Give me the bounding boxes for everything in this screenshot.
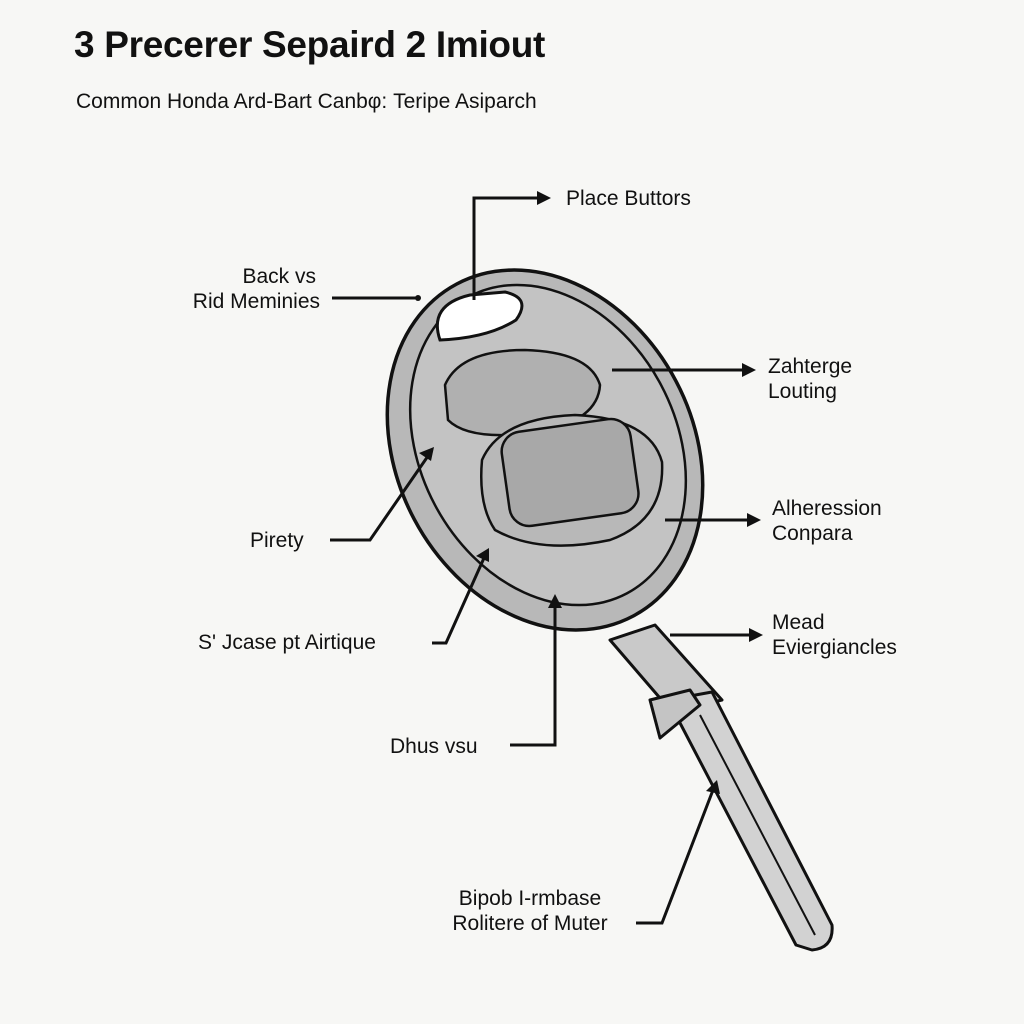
key-blade <box>608 623 834 952</box>
label-zahterge: Zahterge Louting <box>768 354 852 404</box>
leader-lines <box>330 196 752 925</box>
label-line: Louting <box>768 380 837 403</box>
label-mead: Mead Eviergiancles <box>772 610 897 660</box>
label-alheression: Alheression Conpara <box>772 496 882 546</box>
arrow-dhus <box>548 594 562 608</box>
label-line: S' Jcase pt Airtique <box>198 631 376 654</box>
leader-place-buttons <box>472 196 540 300</box>
arrow-alheression <box>747 513 761 527</box>
leader-jcase <box>432 557 486 645</box>
label-line: Mead <box>772 611 825 634</box>
label-line: Dhus vsu <box>390 735 478 758</box>
label-line: Eviergiancles <box>772 636 897 659</box>
leader-pirety <box>330 455 430 542</box>
label-line: Pirety <box>250 529 304 552</box>
arrowheads <box>415 191 763 794</box>
label-pirety: Pirety <box>250 528 304 553</box>
label-back-vs: Back vs Rid Meminies <box>150 264 320 314</box>
label-line: Conpara <box>772 522 853 545</box>
label-bipob: Bipob I-rmbase Rolitere of Muter <box>420 886 640 936</box>
page-subtitle: Common Honda Ard-Bart Canbφ: Teripe Asip… <box>76 90 537 113</box>
upper-button <box>443 348 602 437</box>
leader-dhus <box>510 604 557 747</box>
label-line: Alheression <box>772 497 882 520</box>
page-title: 3 Precerer Sepaird 2 Imiout <box>74 24 546 65</box>
arrow-pirety <box>419 447 434 461</box>
arrow-mead <box>749 628 763 642</box>
label-line: Rid Meminies <box>192 290 320 313</box>
arrow-place-buttons <box>537 191 551 205</box>
leader-bipob <box>636 789 715 925</box>
label-place-buttons: Place Buttors <box>566 186 691 211</box>
arrow-jcase <box>476 548 489 562</box>
dot-back-vs <box>415 295 421 301</box>
arrow-zahterge <box>742 363 756 377</box>
key-ring-hole <box>435 290 524 342</box>
label-line: Zahterge <box>768 355 853 378</box>
arrow-bipob <box>706 780 720 794</box>
label-jcase: S' Jcase pt Airtique <box>198 630 376 655</box>
label-line: Rolitere of Muter <box>452 912 608 935</box>
lower-button <box>480 413 664 547</box>
label-dhus: Dhus vsu <box>390 734 478 759</box>
label-line: Place Buttors <box>566 187 691 210</box>
label-line: Bipob I-rmbase <box>458 887 602 910</box>
label-line: Back vs <box>242 265 316 288</box>
